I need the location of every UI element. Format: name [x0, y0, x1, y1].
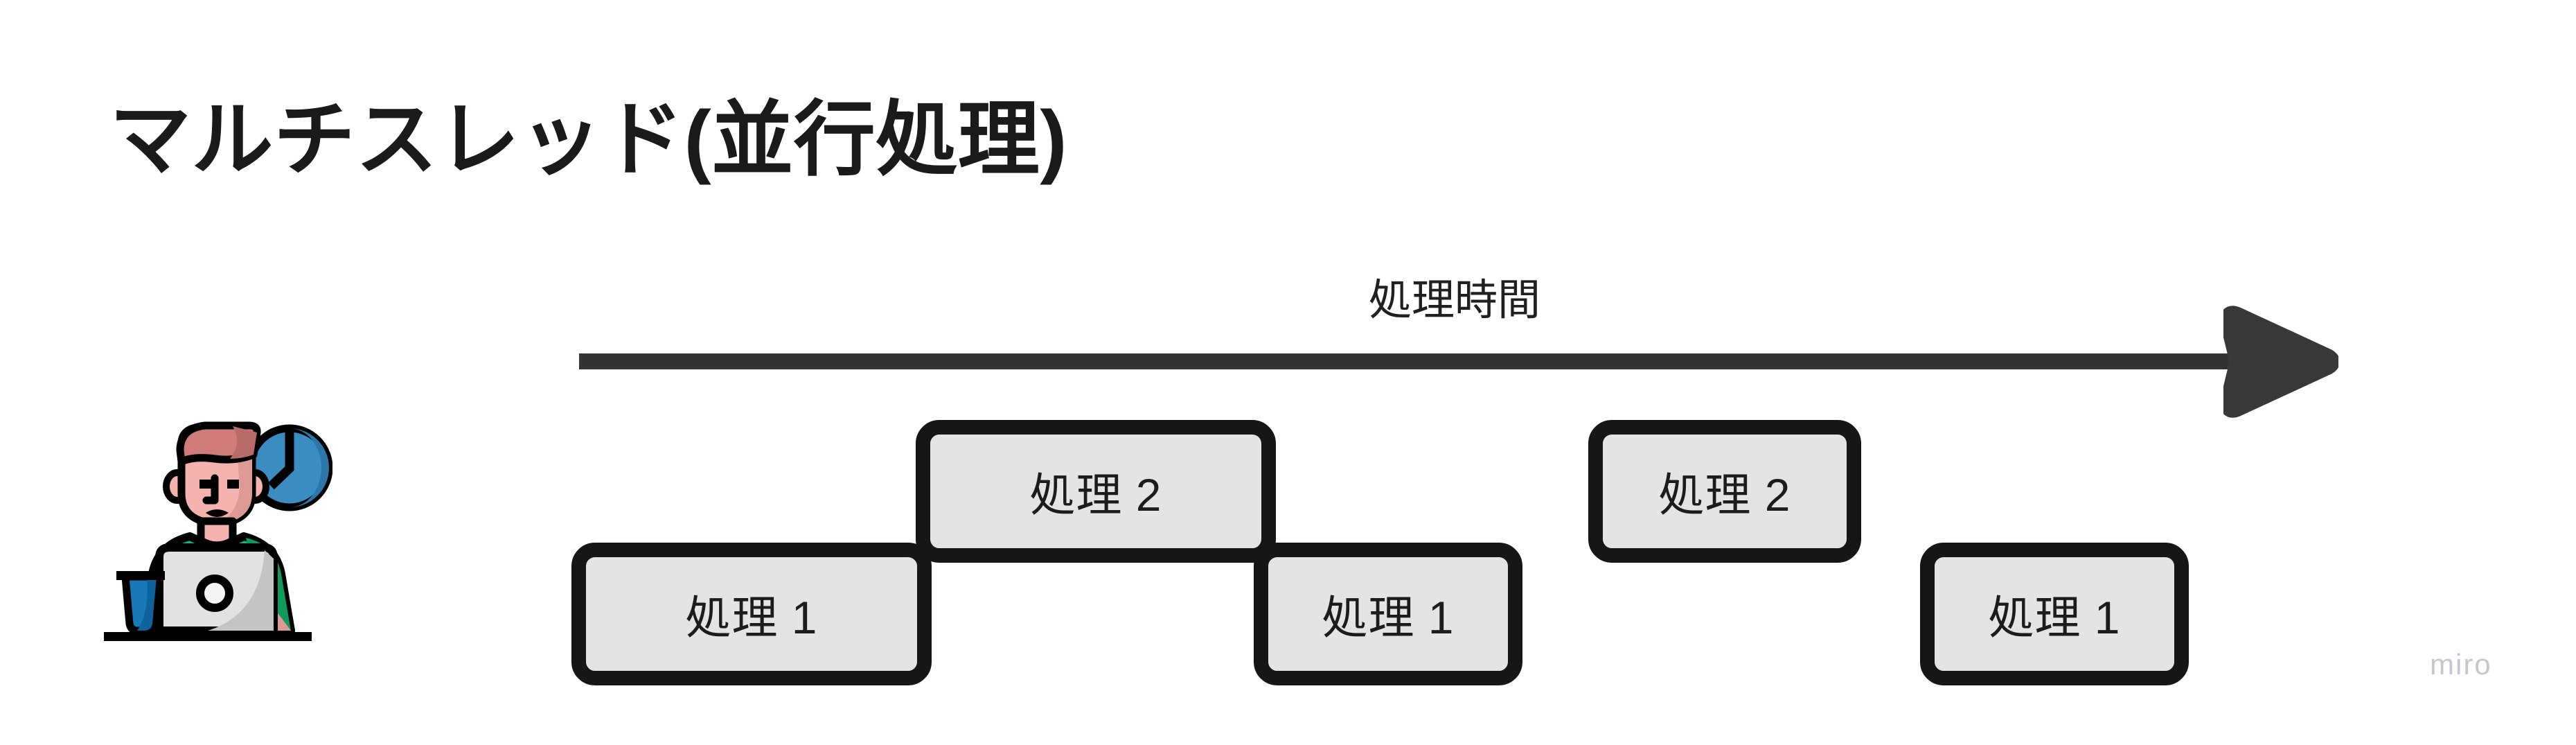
process-block-label: 処理 1 [1988, 592, 2121, 643]
process-block-3[interactable]: 処理 1 [1254, 543, 1522, 685]
miro-watermark: miro [2430, 648, 2492, 681]
arrow-right-icon [2219, 304, 2340, 420]
process-block-5[interactable]: 処理 1 [1920, 543, 2189, 685]
process-block-4[interactable]: 処理 2 [1588, 420, 1861, 563]
process-block-2[interactable]: 処理 2 [916, 420, 1276, 563]
process-block-label: 処理 1 [1322, 592, 1455, 643]
person-at-laptop-icon [104, 402, 333, 648]
process-block-1[interactable]: 処理 1 [571, 543, 932, 685]
timeline-axis-line [579, 353, 2244, 369]
timeline-axis-label: 処理時間 [1368, 277, 1540, 324]
process-block-label: 処理 1 [685, 592, 818, 643]
process-block-label: 処理 2 [1029, 469, 1162, 520]
page-title: マルチスレッド(並行処理) [109, 94, 1068, 186]
process-block-label: 処理 2 [1658, 469, 1791, 520]
